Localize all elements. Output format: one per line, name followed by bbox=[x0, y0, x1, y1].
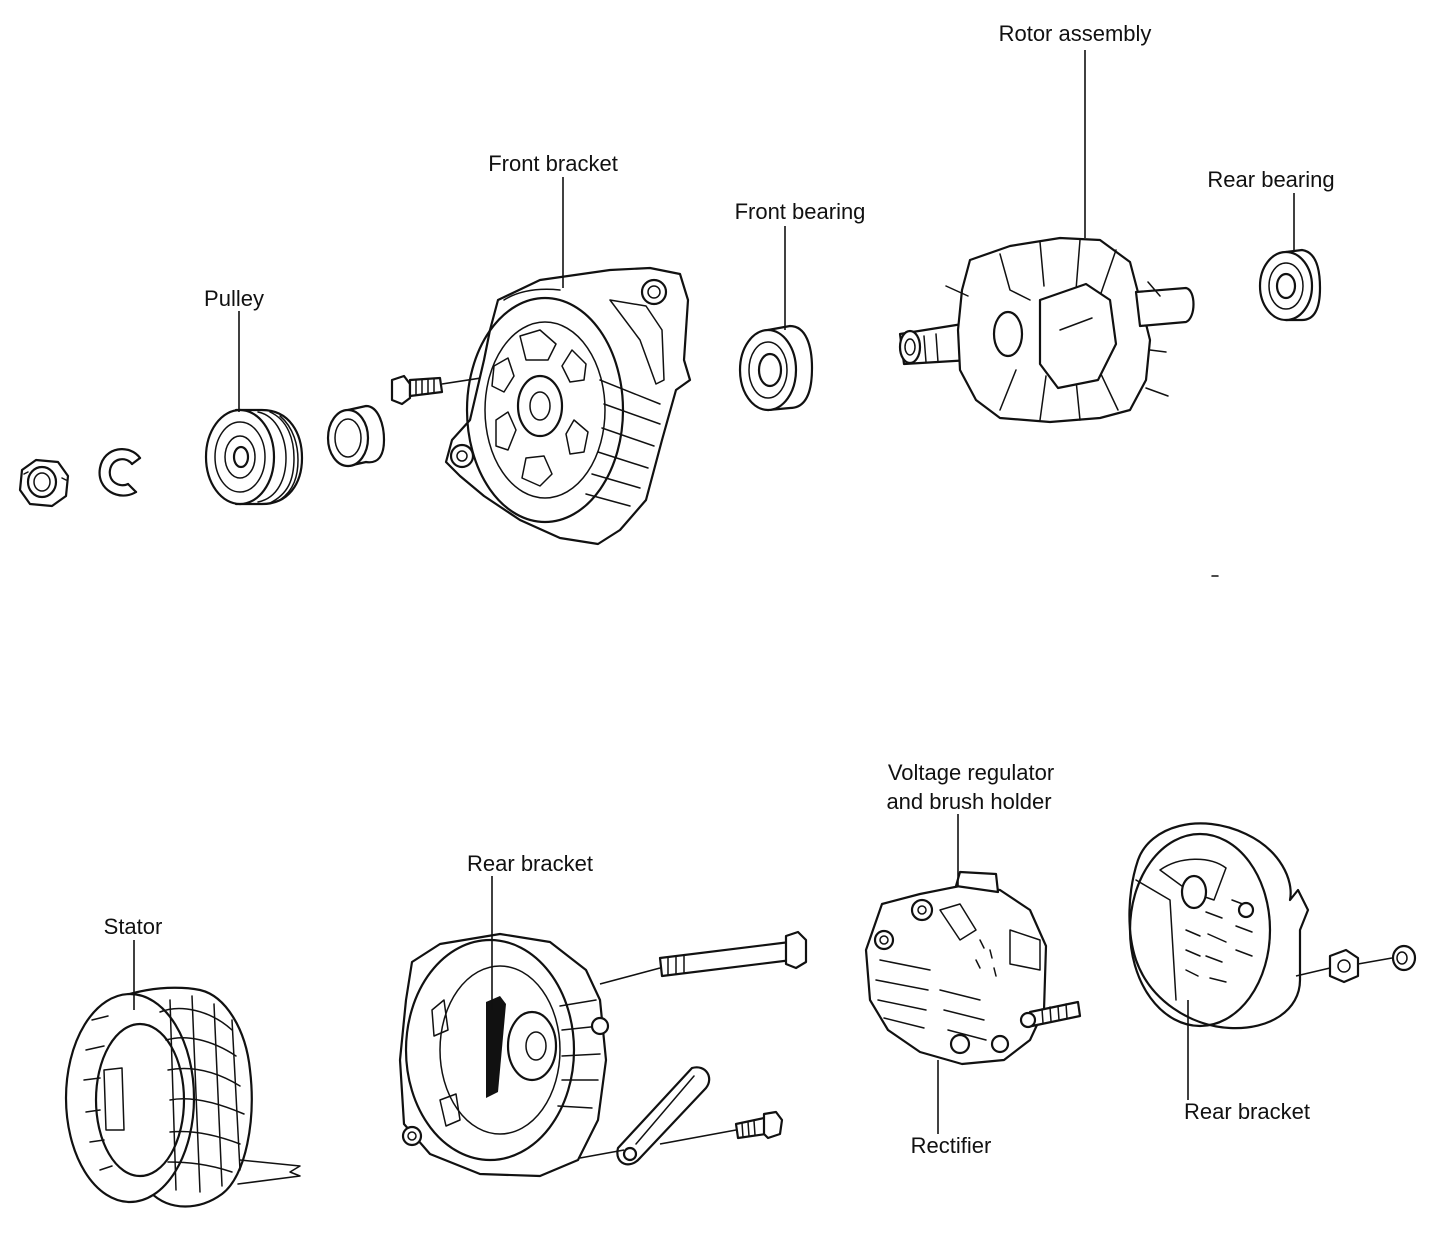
spacer-collar-part bbox=[326, 404, 386, 468]
label-stator: Stator bbox=[103, 914, 163, 939]
rear-bearing-part bbox=[1258, 248, 1322, 322]
through-bolt-part bbox=[599, 930, 808, 985]
label-front-bearing: Front bearing bbox=[734, 199, 866, 224]
label-rear-bracket-right: Rear bracket bbox=[1184, 1099, 1310, 1124]
rear-bracket-right-part bbox=[1128, 822, 1310, 1030]
label-pulley: Pulley bbox=[204, 286, 264, 311]
pulley-part bbox=[204, 408, 304, 506]
front-bracket-part bbox=[444, 266, 692, 546]
label-rear-bearing: Rear bearing bbox=[1207, 167, 1335, 192]
lock-washer-part bbox=[98, 448, 142, 497]
adjust-brace-part bbox=[579, 1066, 711, 1166]
front-bearing-part bbox=[738, 324, 814, 412]
stator-part bbox=[64, 986, 301, 1208]
label-rectifier: Rectifier bbox=[910, 1133, 992, 1158]
rotor-assembly-part bbox=[898, 236, 1195, 424]
label-voltage-regulator-line1: Voltage regulator bbox=[887, 760, 1055, 785]
label-rotor-assembly: Rotor assembly bbox=[998, 21, 1152, 46]
rectifier-regulator-part bbox=[864, 870, 1082, 1066]
rear-bracket-nuts-part bbox=[1295, 944, 1417, 984]
label-rear-bracket-left: Rear bracket bbox=[467, 851, 593, 876]
label-front-bracket: Front bracket bbox=[488, 151, 618, 176]
label-voltage-regulator-line2: and brush holder bbox=[886, 789, 1052, 814]
rear-bracket-left-part bbox=[398, 932, 610, 1178]
nut-part bbox=[18, 458, 70, 508]
front-bracket-bolt-part bbox=[390, 371, 521, 406]
brace-bolt-part bbox=[659, 1110, 784, 1145]
